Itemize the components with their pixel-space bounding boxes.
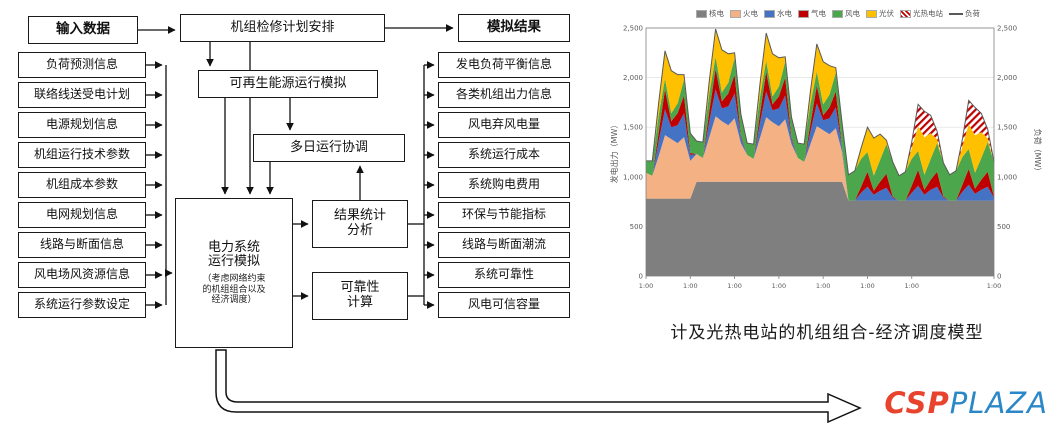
dispatch-chart-panel: 核电 火电 水电 气电 风电 光伏 光热电站 负荷 0 0 500 500 1,000 1,000 1,5… [608,2,1044,304]
svg-text:1:00: 1:00 [772,282,787,290]
legend-label: 光热电站 [913,9,943,18]
csp-plaza-logo: CSPPLAZA [884,386,1048,420]
input-item-tie-line-plan: 联络线送受电计划 [18,82,146,108]
legend-swatch [764,9,775,18]
chart-legend: 核电 火电 水电 气电 风电 光伏 光热电站 负荷 [638,8,1038,19]
legend-label: 火电 [743,9,758,18]
legend-item: 火电 [730,8,758,19]
input-item-line-section: 线路与断面信息 [18,232,146,258]
legend-item: 水电 [764,8,792,19]
svg-text:500: 500 [630,223,643,231]
legend-swatch [900,9,911,18]
svg-text:发电出力（MW）: 发电出力（MW） [609,121,619,184]
output-item-wind-curtailment: 风电弃风电量 [438,112,570,138]
big-flow-arrow [215,349,862,424]
legend-swatch [949,12,963,15]
svg-text:0: 0 [639,273,643,281]
legend-swatch [798,9,809,18]
svg-text:1:00: 1:00 [639,282,654,290]
input-item-load-forecast: 负荷预测信息 [18,52,146,78]
output-item-gen-load-balance: 发电负荷平衡信息 [438,52,570,78]
process-power-system-simulation: 电力系统 运行模拟 （考虑网络约束 的机组组合以及 经济调度） [175,198,293,348]
input-item-system-params: 系统运行参数设定 [18,292,146,318]
input-item-grid-planning: 电网规划信息 [18,202,146,228]
legend-item: 风电 [832,8,860,19]
legend-swatch [866,9,877,18]
input-header: 输入数据 [28,16,138,44]
chart-caption: 计及光热电站的机组组合-经济调度模型 [670,323,984,343]
svg-text:1:00: 1:00 [904,282,919,290]
process-maintenance-plan: 机组检修计划安排 [180,14,385,42]
legend-swatch [696,9,707,18]
svg-text:500: 500 [997,223,1010,231]
output-item-system-reliability: 系统可靠性 [438,262,570,288]
output-item-purchase-cost: 系统购电费用 [438,172,570,198]
output-item-line-flow: 线路与断面潮流 [438,232,570,258]
process-result-statistics: 结果统计 分析 [312,200,408,248]
legend-label: 核电 [709,9,724,18]
legend-item: 光伏 [866,8,894,19]
power-system-simulation-title: 电力系统 运行模拟 [207,239,260,270]
legend-swatch [730,9,741,18]
svg-text:2,500: 2,500 [997,25,1017,33]
stacked-area-chart: 0 0 500 500 1,000 1,000 1,500 1,500 2,000 2,000 2,… [609,25,1043,291]
svg-text:1:00: 1:00 [727,282,742,290]
logo-csp: CSP [884,386,950,420]
legend-item: 核电 [696,8,724,19]
legend-item: 气电 [798,8,826,19]
output-item-environment-index: 环保与节能指标 [438,202,570,228]
output-header: 模拟结果 [458,14,570,42]
svg-text:1,000: 1,000 [997,173,1017,181]
process-multiday-coordination: 多日运行协调 [253,134,405,162]
legend-item: 负荷 [949,8,980,19]
svg-text:1:00: 1:00 [816,282,831,290]
svg-text:1:00: 1:00 [860,282,875,290]
logo-plaza: PLAZA [949,386,1048,420]
svg-text:1,000: 1,000 [623,173,643,181]
svg-text:1:00: 1:00 [987,282,1002,290]
legend-label: 水电 [777,9,792,18]
svg-text:1,500: 1,500 [997,124,1017,132]
legend-label: 负荷 [965,9,980,18]
input-item-source-planning: 电源规划信息 [18,112,146,138]
svg-text:1:00: 1:00 [683,282,698,290]
output-item-unit-output: 各类机组出力信息 [438,82,570,108]
svg-text:2,000: 2,000 [997,74,1017,82]
process-reliability-calculation: 可靠性 计算 [312,272,408,320]
svg-text:负荷（MW）: 负荷（MW） [1033,129,1042,176]
input-item-unit-tech-params: 机组运行技术参数 [18,142,146,168]
svg-text:2,000: 2,000 [623,74,643,82]
legend-label: 风电 [845,9,860,18]
svg-text:2,500: 2,500 [623,25,643,33]
process-renewable-simulation: 可再生能源运行模拟 [198,70,378,98]
input-item-wind-resource: 风电场风资源信息 [18,262,146,288]
legend-label: 气电 [811,9,826,18]
legend-item: 光热电站 [900,8,943,19]
svg-text:0: 0 [997,273,1001,281]
legend-swatch [832,9,843,18]
legend-label: 光伏 [879,9,894,18]
svg-text:1,500: 1,500 [623,124,643,132]
power-system-simulation-note: （考虑网络约束 的机组组合以及 经济调度） [202,274,266,306]
input-item-unit-cost-params: 机组成本参数 [18,172,146,198]
output-item-wind-capacity-credit: 风电可信容量 [438,292,570,318]
output-item-operating-cost: 系统运行成本 [438,142,570,168]
